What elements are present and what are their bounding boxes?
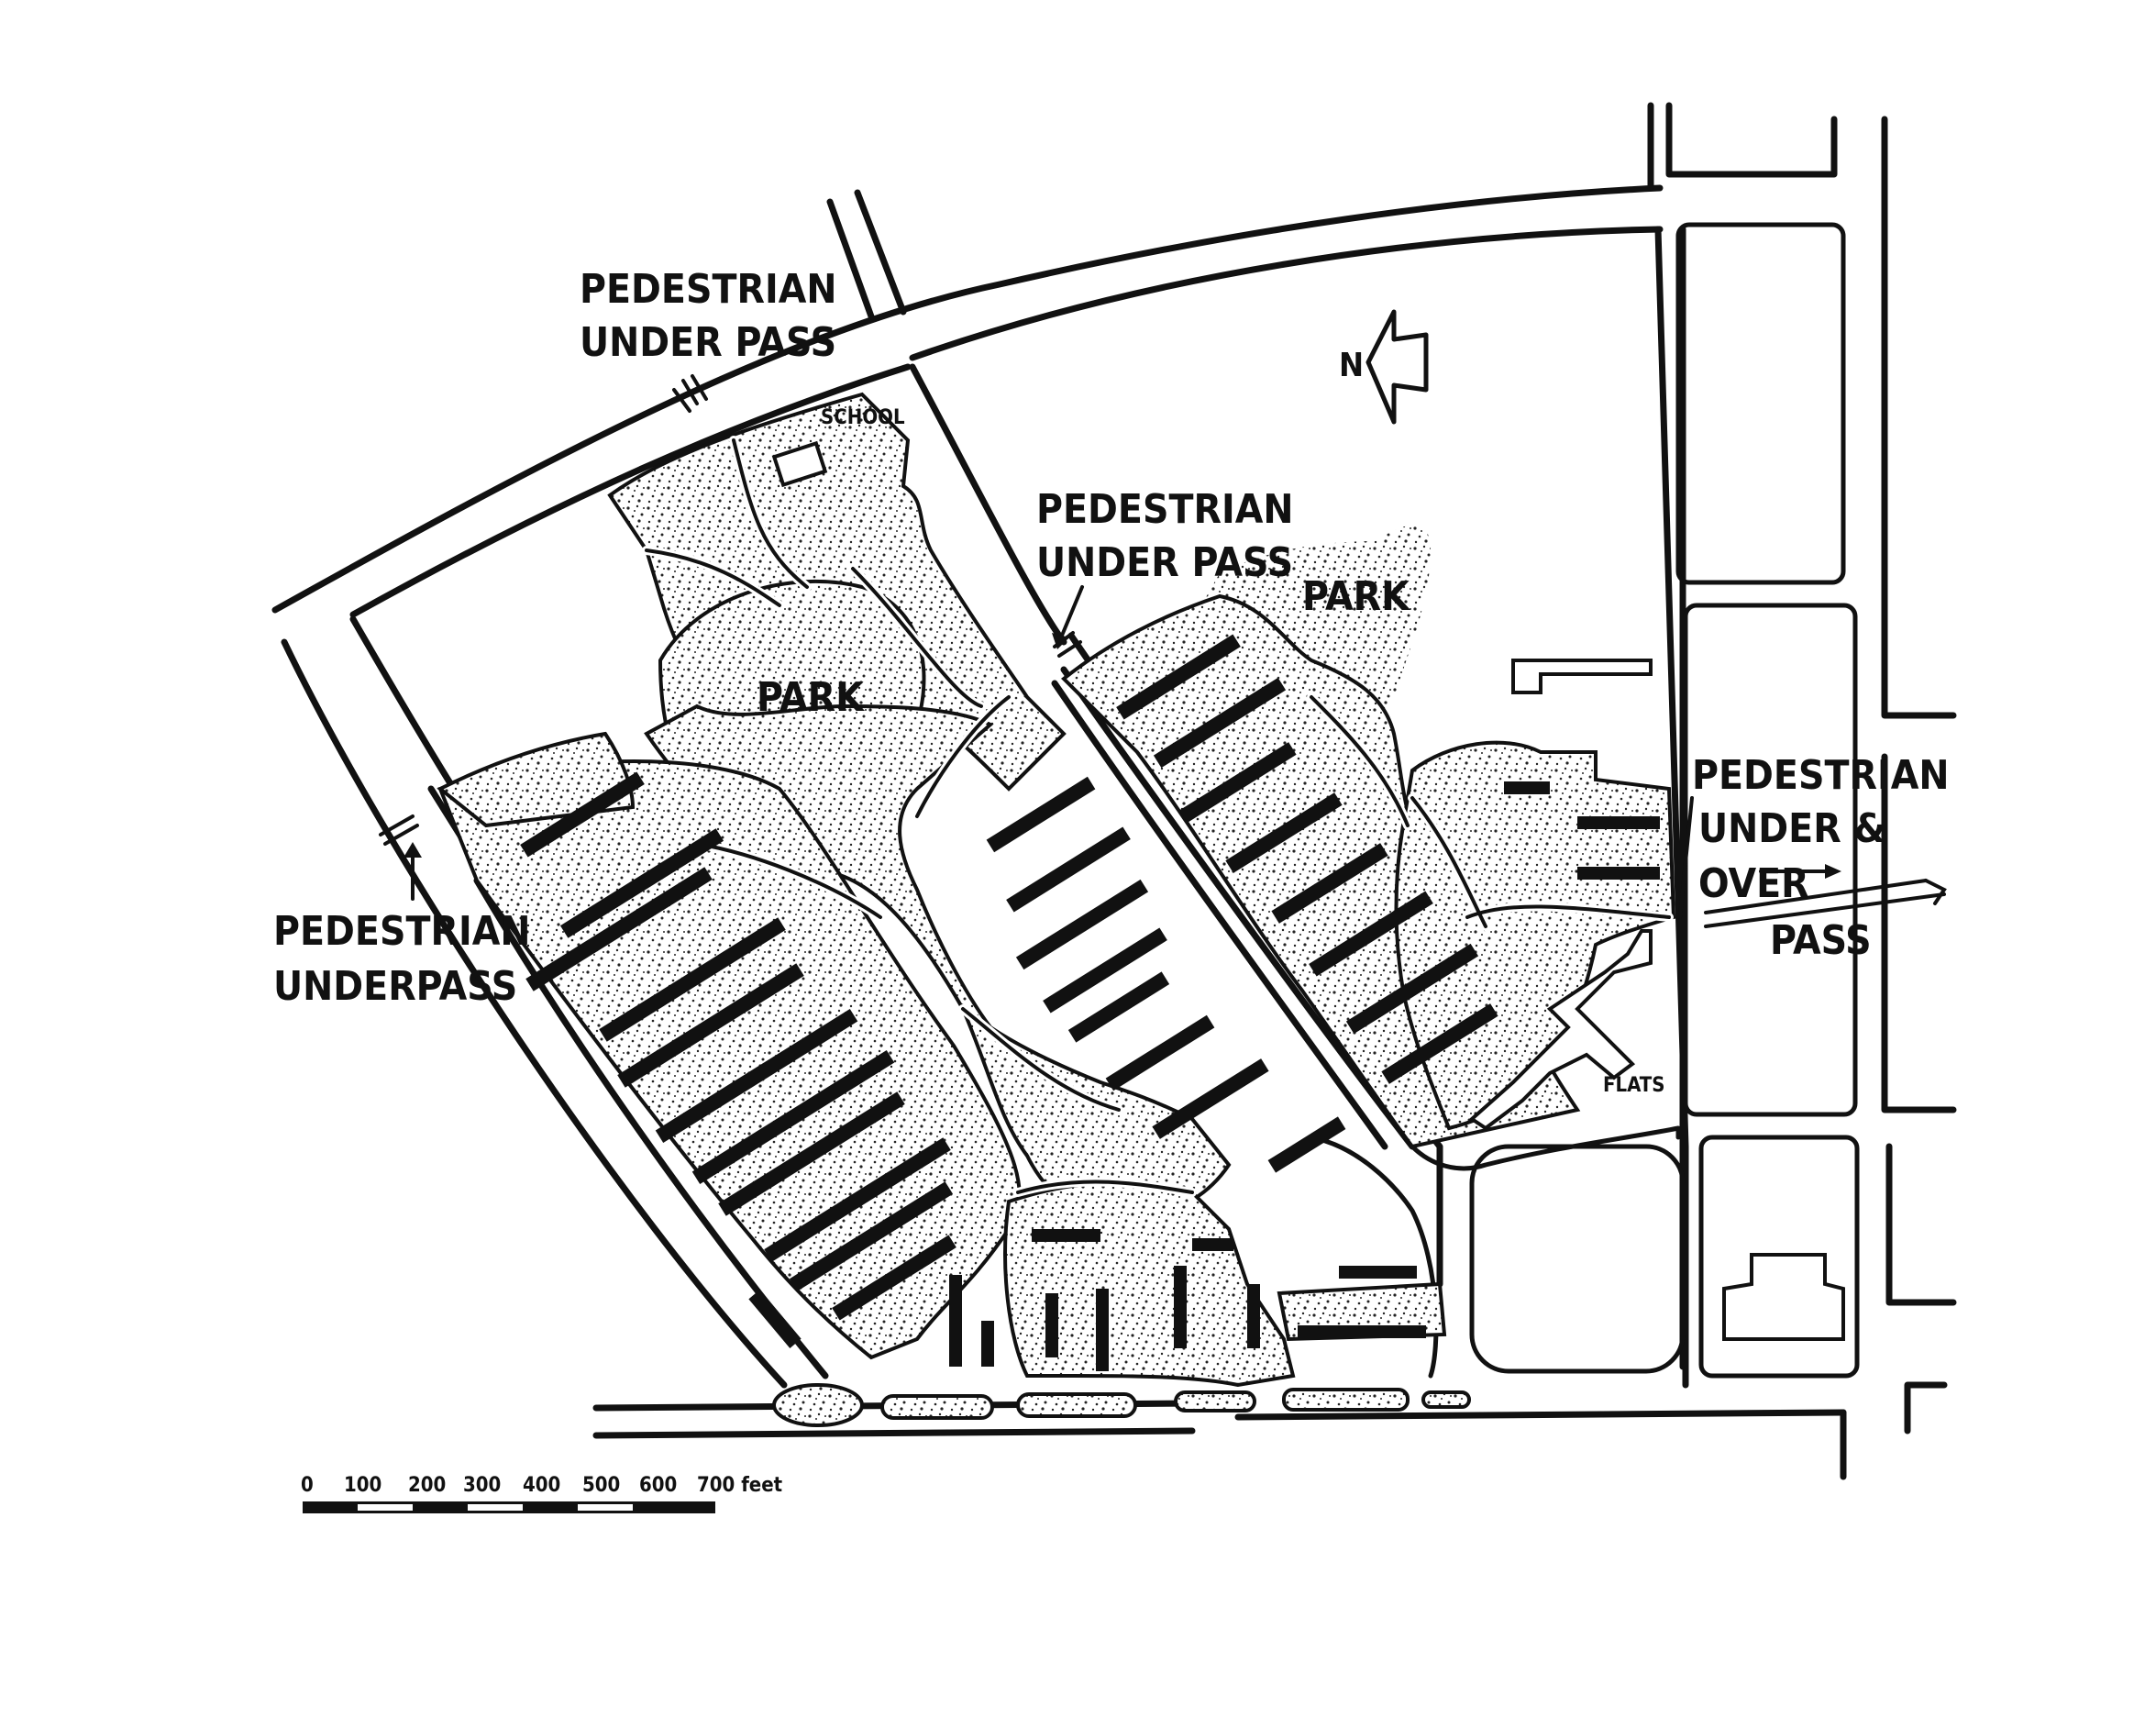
- label-ped-underpass-w-1: PEDESTRIAN: [273, 908, 530, 955]
- label-ped-underpass-nw-2: UNDER PASS: [580, 319, 836, 366]
- buildings: [520, 440, 1845, 1371]
- scale-tick: 100: [344, 1474, 381, 1497]
- label-park-central: PARK: [757, 674, 865, 721]
- scale-bar-ticks: 0 100 200 300 400 500 600 700 feet: [301, 1474, 783, 1497]
- south-residential-blocks: [949, 1229, 1426, 1371]
- label-ped-overpass-e-2: UNDER &: [1698, 805, 1885, 852]
- north-central-residential-blocks: [1116, 634, 1498, 1084]
- scale-bar: 0 100 200 300 400 500 600 700 feet: [301, 1474, 783, 1513]
- north-label: N: [1339, 347, 1364, 384]
- north-arrow-icon: N: [1339, 309, 1429, 425]
- west-residential-blocks: [520, 771, 956, 1348]
- label-park-ne: PARK: [1302, 573, 1410, 620]
- label-ped-underpass-w-2: UNDERPASS: [273, 963, 517, 1010]
- scale-tick: 300: [463, 1474, 501, 1497]
- label-ped-underpass-c-1: PEDESTRIAN: [1036, 486, 1293, 533]
- annotation-arrows: [404, 585, 1841, 919]
- label-ped-overpass-e-1: PEDESTRIAN: [1692, 752, 1949, 799]
- central-residential-blocks: [986, 776, 1346, 1173]
- label-ped-underpass-c-2: UNDER PASS: [1036, 539, 1293, 586]
- scale-tick: 200: [408, 1474, 446, 1497]
- flats-cluster: [1468, 659, 1660, 1131]
- civic-building: [1722, 1253, 1845, 1341]
- label-flats: FLATS: [1603, 1074, 1665, 1097]
- label-school: SCHOOL: [821, 406, 905, 429]
- label-ped-underpass-nw-1: PEDESTRIAN: [580, 266, 836, 313]
- label-ped-overpass-e-3: OVER: [1698, 860, 1809, 907]
- label-ped-overpass-e-4: PASS: [1770, 917, 1872, 964]
- scale-tick: 400: [523, 1474, 560, 1497]
- underpass-marks: [379, 374, 1947, 928]
- scale-tick: 700 feet: [697, 1474, 783, 1497]
- map-labels: PEDESTRIAN UNDER PASS PEDESTRIAN UNDER P…: [273, 266, 1949, 1097]
- scale-tick: 0: [301, 1474, 314, 1497]
- scale-tick: 600: [639, 1474, 677, 1497]
- school-building: [771, 440, 828, 488]
- scale-tick: 500: [582, 1474, 620, 1497]
- pedestrian-paths: [642, 436, 1674, 1197]
